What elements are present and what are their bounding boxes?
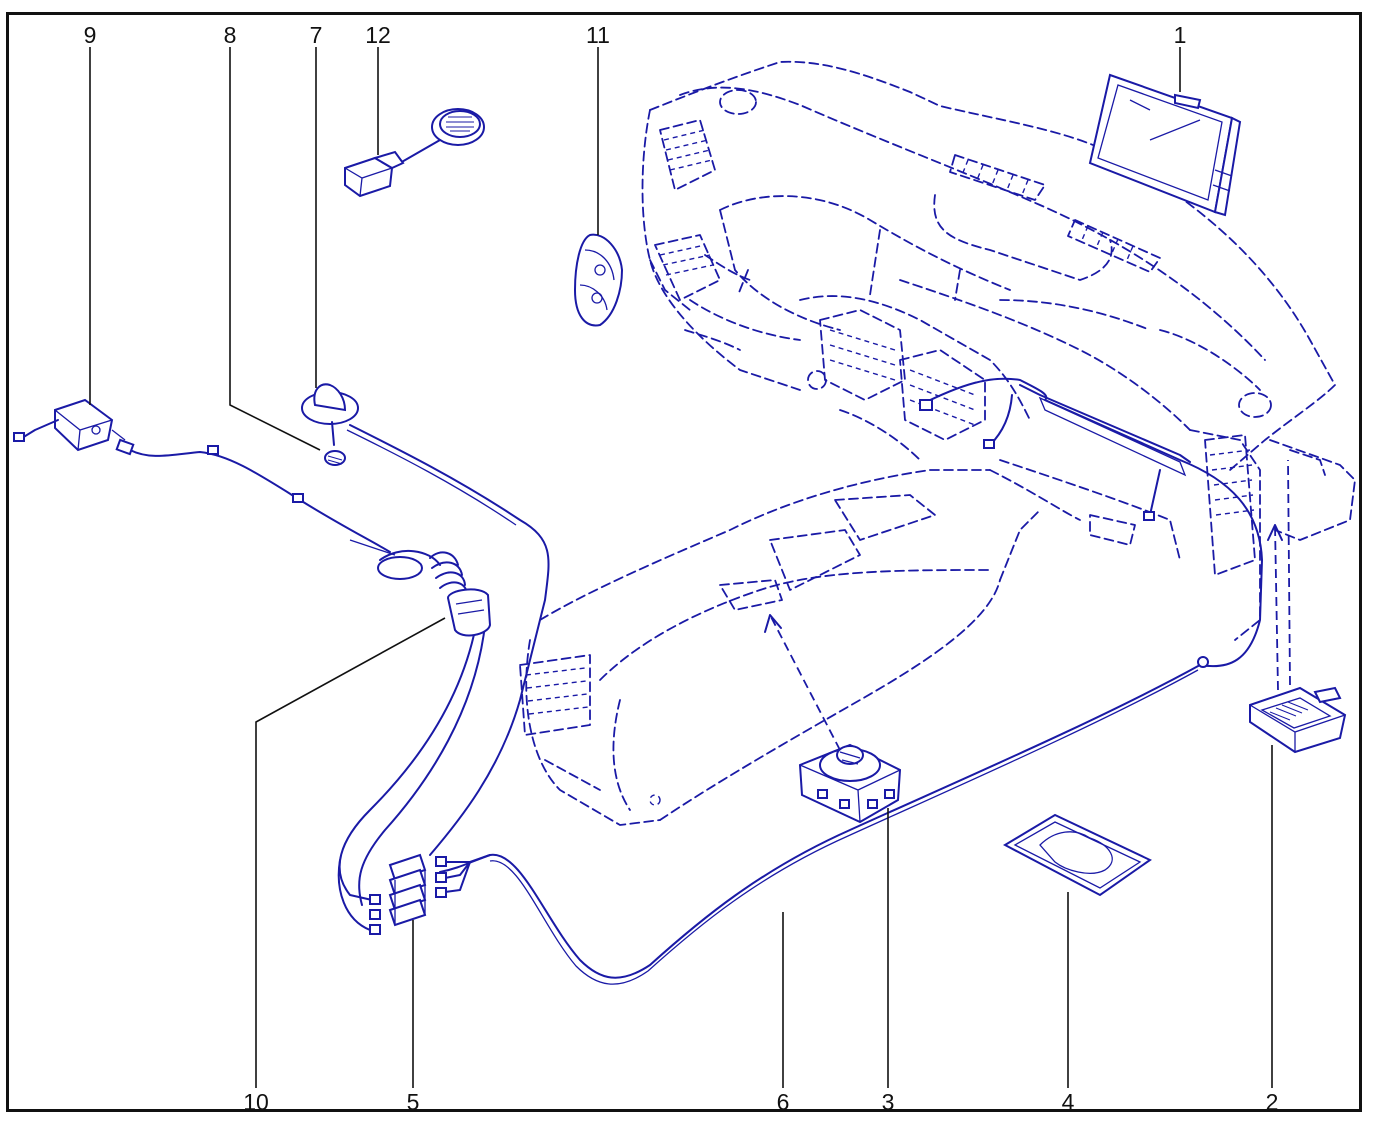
callout-numbers: 1 2 3 4 5 6 7 8 9 10 11 12	[84, 22, 1279, 1115]
callout-7: 7	[310, 22, 323, 48]
antenna-nut	[324, 450, 346, 466]
callout-5: 5	[407, 1089, 420, 1115]
callout-3: 3	[882, 1089, 895, 1115]
sd-map-card	[1002, 813, 1152, 897]
callout-8: 8	[224, 22, 237, 48]
joystick-controller	[798, 743, 902, 824]
callout-11: 11	[586, 22, 610, 48]
steering-control	[573, 233, 624, 327]
wiring-harness	[115, 377, 1263, 985]
centre-console-outline	[519, 469, 1081, 826]
callout-1: 1	[1174, 22, 1187, 48]
speaker-microphone	[344, 108, 485, 198]
callout-10: 10	[243, 1089, 269, 1115]
dashboard-outline	[641, 60, 1356, 641]
diagram-frame	[6, 12, 1362, 1112]
leader-lines	[89, 47, 1273, 1088]
callout-9: 9	[84, 22, 97, 48]
callout-2: 2	[1266, 1089, 1279, 1115]
display-screen	[1088, 73, 1242, 217]
antenna-amplifier	[13, 398, 126, 452]
callout-12: 12	[365, 22, 391, 48]
control-module	[1249, 686, 1347, 754]
callout-6: 6	[777, 1089, 790, 1115]
connector-block	[388, 853, 427, 927]
roof-antenna	[301, 383, 359, 446]
module-arrows	[1267, 459, 1291, 691]
callout-4: 4	[1062, 1089, 1075, 1115]
